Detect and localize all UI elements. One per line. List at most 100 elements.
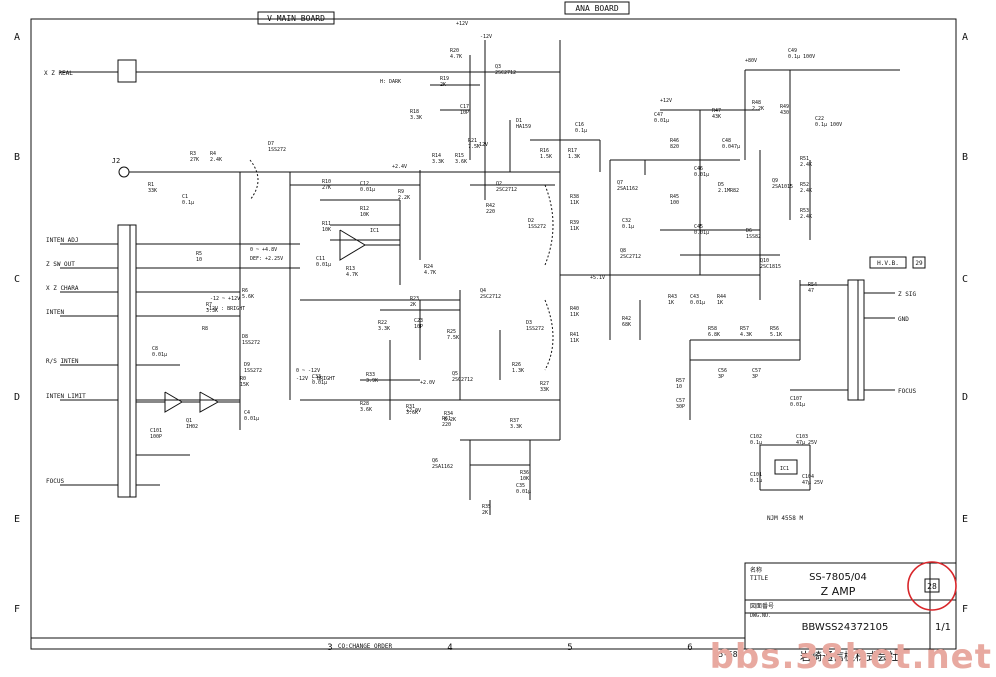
component-ref: C12 <box>360 181 369 187</box>
component-r4: R42.4K <box>210 151 222 163</box>
component-ref: C17 <box>460 104 469 110</box>
component-value: 1SS272 <box>526 326 544 332</box>
row-label-right: D <box>962 392 968 403</box>
component-ref: R21 <box>468 138 477 144</box>
component-ref: D1 <box>516 118 522 124</box>
component-value: 1SS272 <box>268 147 286 153</box>
component-ref: Q1 <box>186 418 192 424</box>
row-label-left: D <box>14 392 20 403</box>
component-ref: R33 <box>366 372 375 378</box>
component-ref: C11 <box>316 256 325 262</box>
component-value: 33K <box>148 188 157 194</box>
component-ref: R28 <box>360 401 369 407</box>
power-rail: +12V <box>660 98 672 104</box>
component-ref: R11 <box>322 221 331 227</box>
component-r9: R92.2K <box>398 189 410 201</box>
component-ref: R36 <box>520 470 529 476</box>
annotation: -12 ~ +12V <box>210 296 240 302</box>
component-ref: Q5 <box>452 371 458 377</box>
component-ref: C57 <box>676 398 685 404</box>
row-label-right: B <box>962 152 968 163</box>
component-c8: C80.01µ <box>152 346 167 358</box>
component-ref: C1 <box>182 194 188 200</box>
component-value: 2.4K <box>800 188 812 194</box>
signal-output: FOCUS <box>898 388 916 395</box>
component-ref: R20 <box>450 48 459 54</box>
power-rail: +2.4V <box>392 164 407 170</box>
component-ref: R4 <box>210 151 216 157</box>
component-value: 2SC1815 <box>760 264 781 270</box>
component-value: 43K <box>712 114 721 120</box>
page-number: 5-58 <box>718 650 737 659</box>
component-value: 4.7K <box>346 272 358 278</box>
component-value: 220 <box>442 422 451 428</box>
component-value: 0.01µ <box>694 172 709 178</box>
row-label-left: A <box>14 32 20 43</box>
component-ref: R27 <box>540 381 549 387</box>
component-ref: C32 <box>622 218 631 224</box>
component-ref: C48 <box>722 138 731 144</box>
component-ref: R48 <box>752 100 761 106</box>
component-value: 15K <box>240 382 249 388</box>
component-ref: R35 <box>482 504 491 510</box>
component-value: 2.2K <box>398 195 410 201</box>
component-value: 27K <box>190 157 199 163</box>
component-ref: R38 <box>570 194 579 200</box>
component-ref: R57 <box>676 378 685 384</box>
component-ref: R12 <box>360 206 369 212</box>
component-value: 2SC2712 <box>495 70 516 76</box>
component-ref: R9 <box>398 189 404 195</box>
component-value: 3.6K <box>360 407 372 413</box>
signal-left: FOCUS <box>46 478 64 485</box>
component-ref: R0 <box>240 376 246 382</box>
component-ref: R22 <box>378 320 387 326</box>
component-ref: R5 <box>196 251 202 257</box>
component-ref: R44 <box>717 294 726 300</box>
component-value: 2SA1162 <box>617 186 638 192</box>
component-value: 0.1µ 100V <box>788 54 815 60</box>
component-value: 47µ 25V <box>802 480 823 486</box>
component-ref: IC1 <box>780 466 789 472</box>
component-ref: R47 <box>712 108 721 114</box>
component-value: 0.1µ <box>182 200 194 206</box>
component-ref: R49 <box>780 104 789 110</box>
component-value: 2SA1015 <box>772 184 793 190</box>
component-value: 27K <box>322 185 331 191</box>
component-value: HA159 <box>516 124 531 130</box>
component-value: 3P <box>752 374 758 380</box>
component-c1: C10.1µ <box>182 194 194 206</box>
component-ref: R54 <box>808 282 817 288</box>
dwg-label-jp: 図面番号 <box>750 603 774 610</box>
component-value: 3.3K <box>432 159 444 165</box>
component-value: 10K <box>360 212 369 218</box>
component-value: 30P <box>676 404 685 410</box>
component-ref: R31 <box>406 404 415 410</box>
component-ref: D6 <box>746 228 752 234</box>
col-label: 3 <box>327 643 332 653</box>
component-c4: C40.01µ <box>244 410 259 422</box>
component-value: 11K <box>570 200 579 206</box>
component-ref: R61 <box>442 416 451 422</box>
component-ref: R51 <box>800 156 809 162</box>
